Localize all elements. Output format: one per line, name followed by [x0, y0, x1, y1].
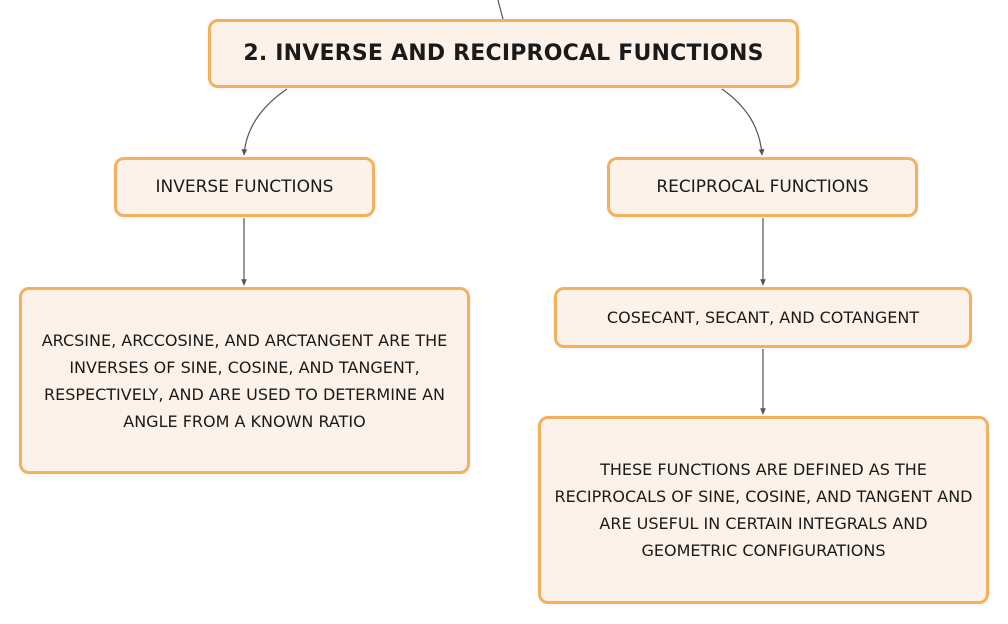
connector-title-to-inverse: [241, 88, 288, 156]
reciprocal-subtopic-label: COSECANT, SECANT, AND COTANGENT: [606, 308, 920, 327]
reciprocal-subtopic-node[interactable]: COSECANT, SECANT, AND COTANGENT: [554, 287, 972, 348]
reciprocal-description-text: THESE FUNCTIONS ARE DEFINED AS THE RECIP…: [554, 460, 973, 560]
inverse-functions-node[interactable]: INVERSE FUNCTIONS: [114, 157, 375, 217]
central-topic-node[interactable]: 2. INVERSE AND RECIPROCAL FUNCTIONS: [208, 19, 799, 88]
connector-title-to-reciprocal: [721, 88, 765, 156]
incoming-connector: [497, 0, 504, 20]
reciprocal-functions-node[interactable]: RECIPROCAL FUNCTIONS: [607, 157, 918, 217]
inverse-functions-label: INVERSE FUNCTIONS: [155, 177, 334, 197]
reciprocal-description-node[interactable]: THESE FUNCTIONS ARE DEFINED AS THE RECIP…: [538, 416, 989, 604]
inverse-description-text: ARCSINE, ARCCOSINE, AND ARCTANGENT ARE T…: [41, 330, 448, 431]
inverse-description-node[interactable]: ARCSINE, ARCCOSINE, AND ARCTANGENT ARE T…: [19, 287, 470, 474]
reciprocal-functions-label: RECIPROCAL FUNCTIONS: [656, 177, 869, 197]
central-topic-label: 2. INVERSE AND RECIPROCAL FUNCTIONS: [243, 41, 764, 66]
